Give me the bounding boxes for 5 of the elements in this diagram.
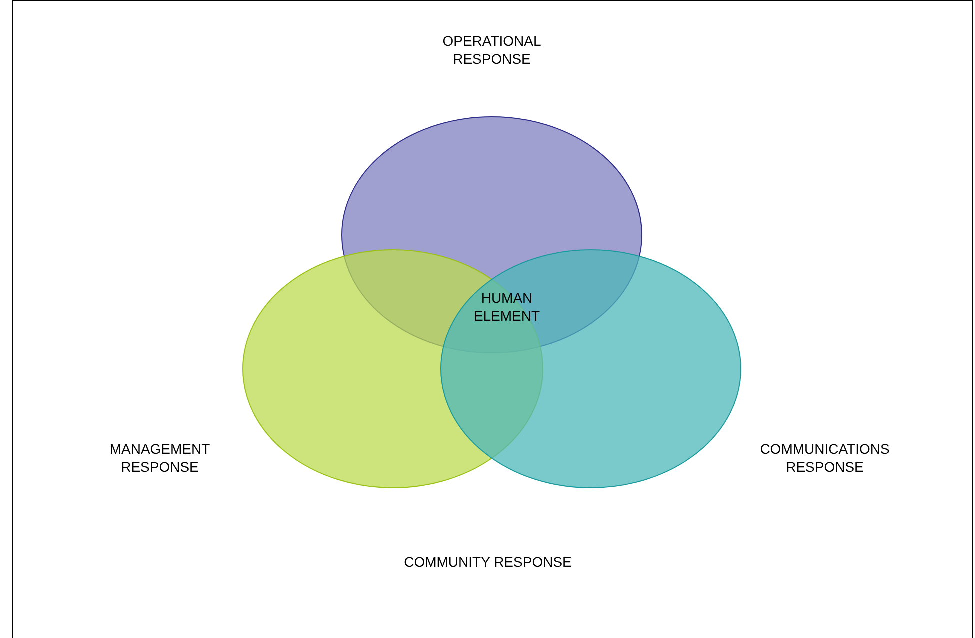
center-label: HUMAN ELEMENT [472, 289, 542, 325]
circle-label: COMMUNICATIONS RESPONSE [759, 440, 891, 476]
bottom-label: COMMUNITY RESPONSE [403, 553, 573, 571]
circle-label: MANAGEMENT RESPONSE [108, 440, 212, 476]
circle-label: OPERATIONAL RESPONSE [442, 32, 542, 68]
